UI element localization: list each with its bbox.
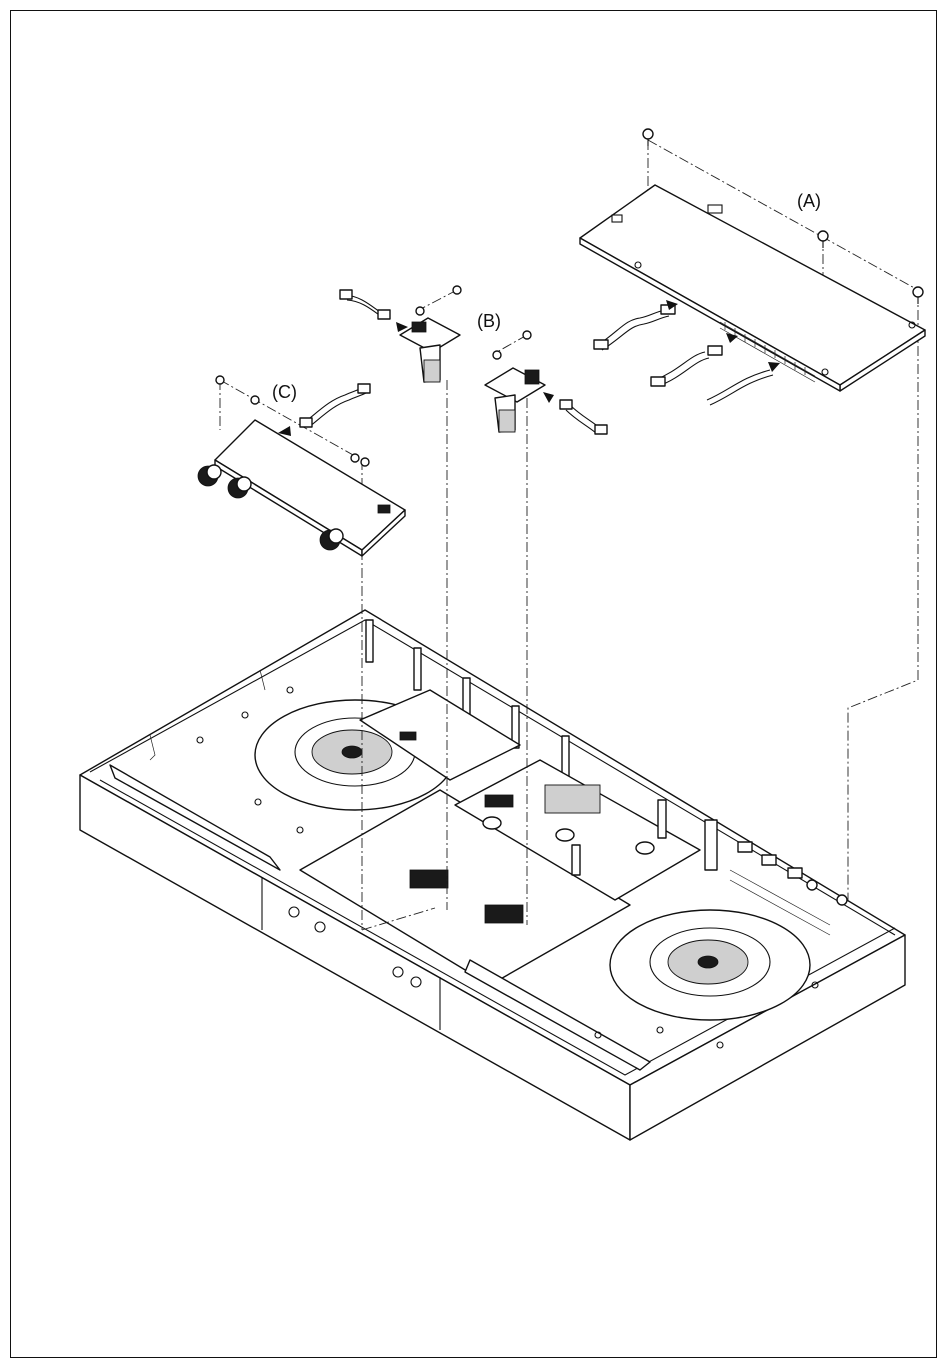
board-a: (A)	[580, 129, 925, 405]
board-a-label: (A)	[797, 191, 821, 211]
board-b: (B)	[340, 286, 607, 434]
board-a-pcb	[580, 185, 925, 385]
board-b-label: (B)	[477, 311, 501, 331]
center-connector-2	[485, 905, 523, 923]
board-c: (C)	[198, 376, 405, 556]
center-connector	[410, 870, 448, 888]
mount-plate	[545, 785, 600, 813]
cable-plug-a1	[594, 340, 608, 349]
chassis	[80, 610, 905, 1140]
right-platter	[610, 910, 810, 1020]
board-c-label: (C)	[272, 382, 297, 402]
